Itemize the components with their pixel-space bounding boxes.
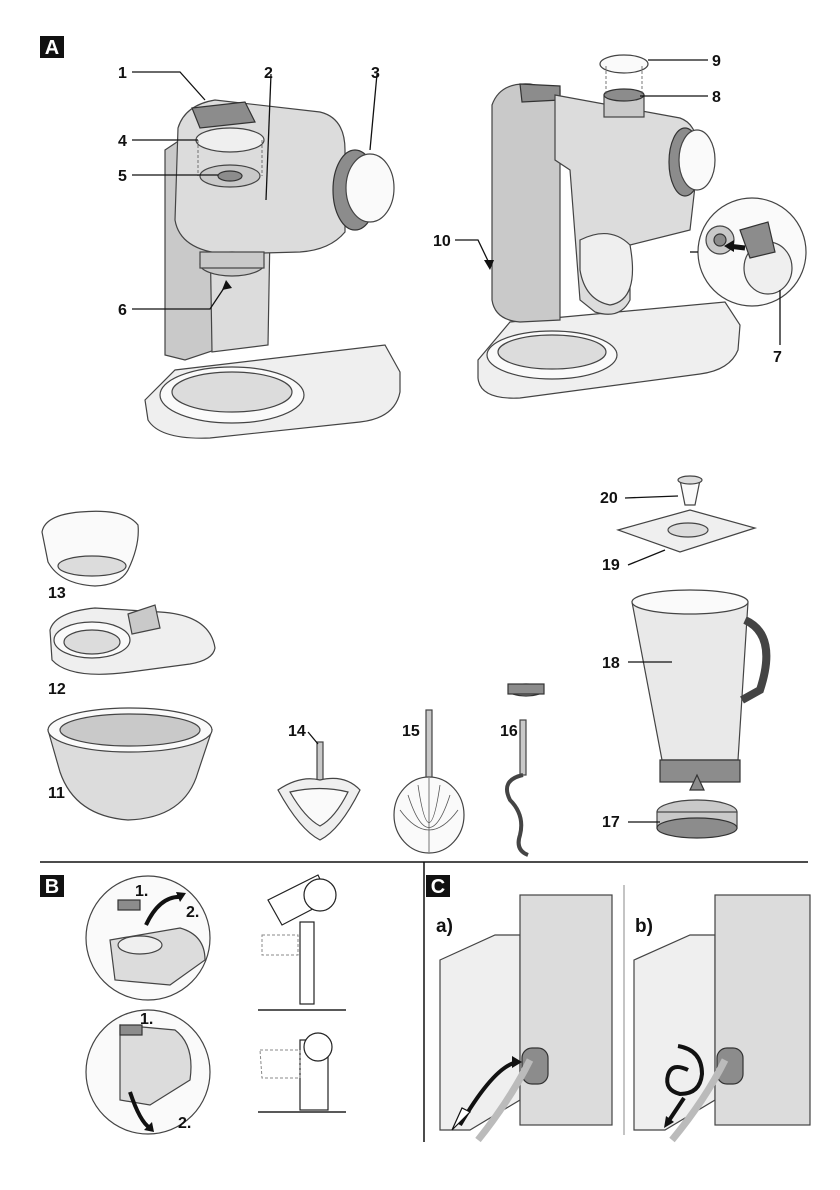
part-label-2: 2 <box>264 65 273 82</box>
rotary-switch-side <box>678 129 716 191</box>
part-label-18: 18 <box>602 655 620 672</box>
section-a-badge <box>40 36 64 58</box>
part-label-17: 17 <box>602 814 620 831</box>
mixer-side-view <box>455 54 807 399</box>
b-step-lower-head: 1. 2. <box>85 1009 211 1135</box>
b-step-1-top: 1. <box>135 883 148 900</box>
part-label-1: 1 <box>118 65 127 82</box>
part-label-6: 6 <box>118 302 127 319</box>
mixer-front-view <box>132 71 401 439</box>
part-label-8: 8 <box>712 89 721 106</box>
mixing-drive-side <box>579 233 634 306</box>
c-label-b: b) <box>635 916 653 937</box>
drive-cover-top <box>599 54 649 74</box>
rotation-arrow-icon <box>665 1044 705 1097</box>
mixer-column-back <box>491 83 561 323</box>
part-label-13: 13 <box>48 585 66 602</box>
b-outline-head-up <box>258 874 346 1011</box>
part-label-19: 19 <box>602 557 620 574</box>
part-label-3: 3 <box>371 65 380 82</box>
part-label-16: 16 <box>500 723 518 740</box>
rotary-switch <box>345 153 395 223</box>
blender-assembly <box>616 475 771 839</box>
part-label-11: 11 <box>48 785 65 802</box>
part-label-4: 4 <box>118 133 127 150</box>
c-panel-a-cable-storage <box>439 894 613 1143</box>
bowl-seat-inner <box>171 371 293 413</box>
b-outline-head-down <box>258 1032 346 1113</box>
section-a: A <box>40 36 64 59</box>
c-label-a: a) <box>436 916 453 937</box>
section-a-letter: A <box>45 37 59 59</box>
section-c-letter: C <box>431 876 445 898</box>
section-b-badge <box>40 875 64 897</box>
part-label-5: 5 <box>118 168 127 185</box>
accessory-13-splash-guard-ring <box>41 510 139 587</box>
part-label-10: 10 <box>433 233 451 250</box>
release-button <box>191 101 256 129</box>
part-label-12: 12 <box>48 681 66 698</box>
section-c: C <box>426 875 450 898</box>
accessory-11-mixing-bowl <box>47 707 213 821</box>
part-label-14: 14 <box>288 723 306 740</box>
b-step-2-top: 2. <box>186 904 199 921</box>
b-step-unlock-raise-head: 1. 2. <box>85 875 211 1001</box>
part-label-9: 9 <box>712 53 721 70</box>
part-label-7: 7 <box>773 349 782 366</box>
b-step-2-bottom: 2. <box>178 1115 191 1132</box>
c-panel-b-cable-release <box>633 894 811 1143</box>
section-b-letter: B <box>45 876 59 898</box>
accessory-15-whisk <box>393 709 465 854</box>
accessory-16-dough-hook <box>505 683 545 857</box>
blender-jug <box>631 601 749 761</box>
section-b: B <box>40 875 64 898</box>
section-c-badge <box>426 875 450 897</box>
blender-handle <box>740 616 771 704</box>
accessory-12-filler-lid <box>49 604 216 675</box>
part-label-20: 20 <box>600 490 618 507</box>
b-step-1-bottom: 1. <box>140 1011 153 1028</box>
part-label-15: 15 <box>402 723 420 740</box>
accessory-14-beater <box>277 741 361 841</box>
drive-cover <box>195 127 265 153</box>
